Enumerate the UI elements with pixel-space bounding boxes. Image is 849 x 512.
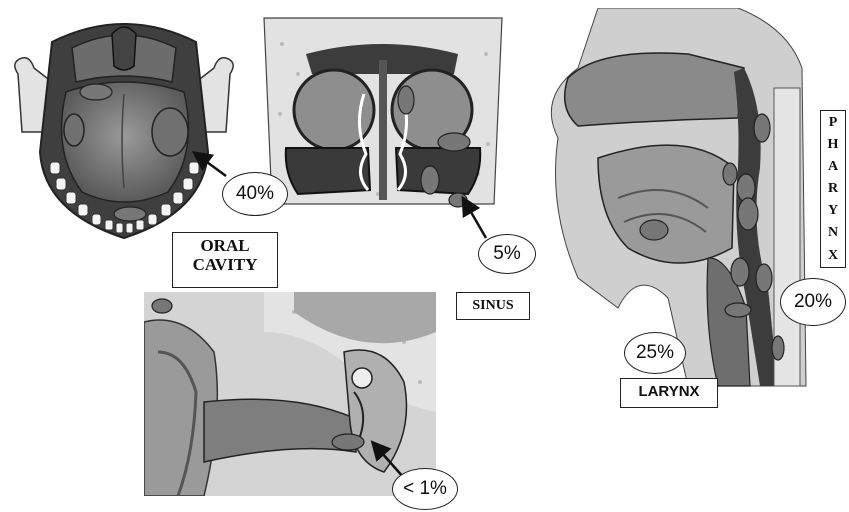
pharynx-label: P H A R Y N X xyxy=(820,110,846,268)
pharynx-letter: A xyxy=(828,159,838,174)
ear-percentage: < 1% xyxy=(392,468,458,510)
pharynx-letter: Y xyxy=(828,203,838,218)
pharynx-letter: R xyxy=(828,181,838,196)
oral-cavity-label: ORAL CAVITY xyxy=(172,232,278,288)
pharynx-letter: X xyxy=(828,248,838,263)
oral-cavity-percentage: 40% xyxy=(222,172,288,216)
arrow-ear xyxy=(374,444,404,478)
sinus-percentage: 5% xyxy=(478,234,536,274)
pharynx-percentage: 20% xyxy=(780,278,846,326)
arrow-oral-cavity xyxy=(196,154,226,176)
oral-cavity-label-line1: ORAL xyxy=(173,237,277,256)
larynx-percentage: 25% xyxy=(624,332,686,374)
arrow-sinus xyxy=(464,200,486,238)
oral-cavity-label-line2: CAVITY xyxy=(173,256,277,275)
pharynx-letter: H xyxy=(828,137,839,152)
larynx-label: LARYNX xyxy=(620,378,718,408)
pharynx-letter: P xyxy=(829,115,838,130)
sinus-label: SINUS xyxy=(456,292,530,320)
pharynx-letter: N xyxy=(828,225,838,240)
